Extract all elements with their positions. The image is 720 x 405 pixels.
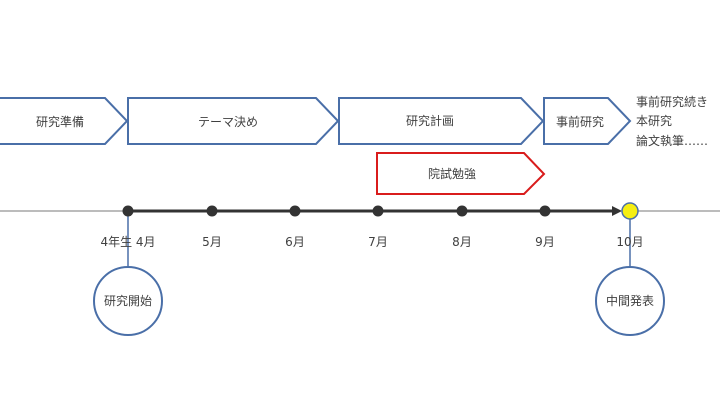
current-month-marker: [621, 202, 639, 220]
phase-label-theme-decision: テーマ決め: [197, 115, 259, 129]
month-dot-jul: [372, 205, 384, 217]
month-dot-jun: [289, 205, 301, 217]
phase-label-research-prep: 研究準備: [35, 115, 85, 129]
phase-label-exam-study: 院試勉強: [427, 167, 477, 181]
tick-label-apr: 4年生 4月: [100, 235, 156, 249]
phase-chevron-pre-research: [543, 97, 632, 145]
month-dot-apr: [122, 205, 134, 217]
month-dot-sep: [539, 205, 551, 217]
tick-label-aug: 8月: [452, 235, 472, 249]
milestone-label-start: 研究開始: [103, 294, 153, 308]
phase-row: [0, 97, 632, 145]
future-note-thesis-writing: 論文執筆……: [636, 134, 709, 148]
milestone-circle-midterm: [595, 266, 665, 336]
tick-label-sep: 9月: [535, 235, 555, 249]
phase-chevron-research-prep: [0, 97, 129, 145]
milestone-circle-start: [93, 266, 163, 336]
tick-label-may: 5月: [202, 235, 222, 249]
month-dot-may: [206, 205, 218, 217]
phase-label-research-plan: 研究計画: [405, 114, 455, 128]
phase-chevron-theme-decision: [127, 97, 340, 145]
tick-label-jul: 7月: [368, 235, 388, 249]
tick-label-oct: 10月: [616, 235, 644, 249]
future-note-continue-pre-research: 事前研究続き: [636, 95, 709, 109]
milestone-label-midterm: 中間発表: [605, 294, 655, 308]
timeline-arrowhead-icon: [612, 206, 622, 216]
phase-label-pre-research: 事前研究: [555, 115, 605, 129]
phase-chevron-exam-study: [376, 152, 546, 195]
future-note-main-research: 本研究: [636, 114, 673, 128]
tick-label-jun: 6月: [285, 235, 305, 249]
phase-chevron-research-plan: [338, 97, 545, 145]
month-dot-aug: [456, 205, 468, 217]
